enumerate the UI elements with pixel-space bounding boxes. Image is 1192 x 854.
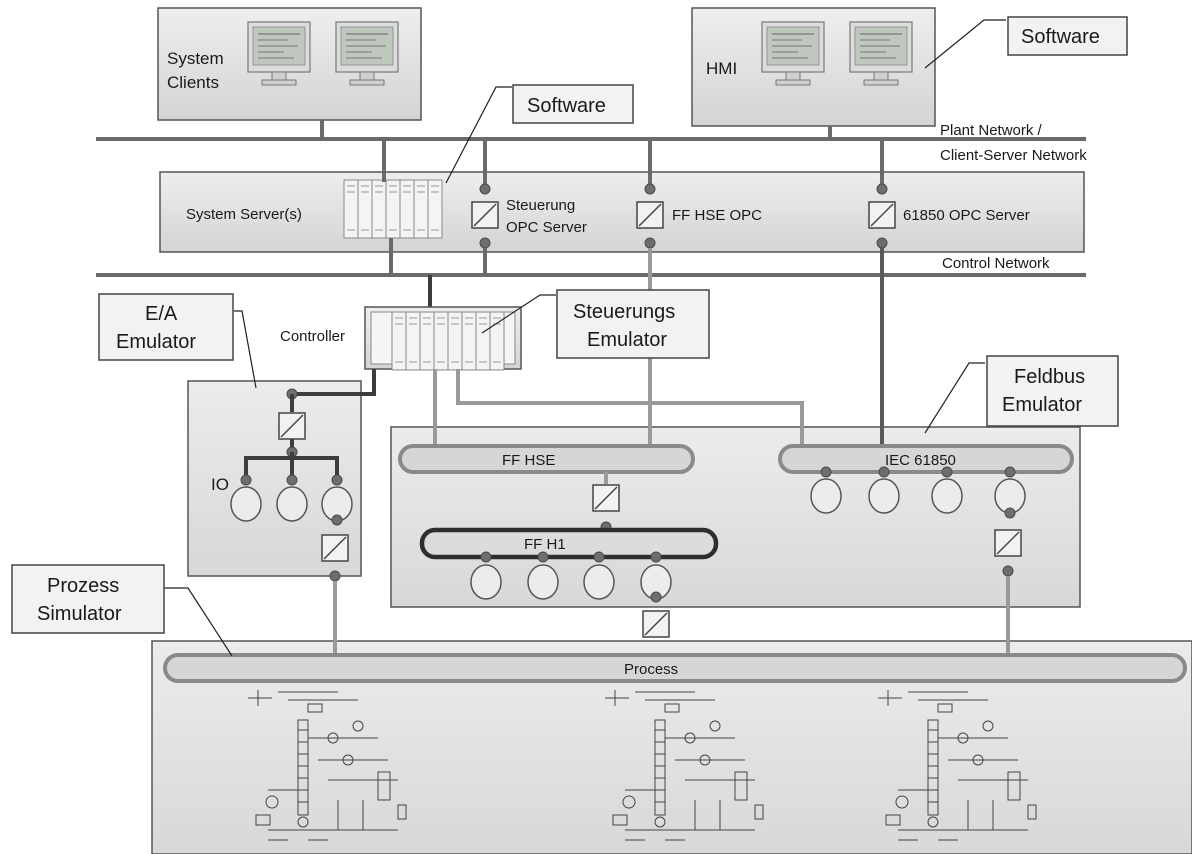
ff-h1-bus: FF H1 xyxy=(422,530,716,557)
svg-text:Prozess: Prozess xyxy=(47,575,119,597)
system-clients-box: System Clients xyxy=(158,8,421,120)
plant-network-label-line1: Plant Network / xyxy=(940,122,1043,139)
svg-text:Emulator: Emulator xyxy=(587,329,667,351)
feldbus-emulator-callout: Feldbus Emulator xyxy=(987,356,1118,426)
iec-61850-label: IEC 61850 xyxy=(885,452,956,469)
svg-text:Software: Software xyxy=(1021,26,1100,48)
plant-network-label-line2: Client-Server Network xyxy=(940,147,1087,164)
ff-h1-label: FF H1 xyxy=(524,536,566,553)
hmi-label: HMI xyxy=(706,59,737,78)
ff-hse-bus: FF HSE xyxy=(400,446,693,472)
steuerungs-emulator-callout: Steuerungs Emulator xyxy=(557,290,709,358)
svg-text:E/A: E/A xyxy=(145,303,178,325)
process-label: Process xyxy=(624,661,678,678)
server-box: System Server(s) Steuerung OPC Server FF… xyxy=(160,172,1084,252)
software-callout-top: Software xyxy=(1008,17,1127,55)
iec-opc-label: 61850 OPC Server xyxy=(903,207,1030,224)
system-clients-label-line1: System xyxy=(167,49,224,68)
software-callout-mid: Software xyxy=(513,85,633,123)
svg-text:Emulator: Emulator xyxy=(116,331,196,353)
ff-hse-opc-label: FF HSE OPC xyxy=(672,207,762,224)
process-bus: Process xyxy=(165,655,1185,681)
svg-text:Software: Software xyxy=(527,95,606,117)
system-clients-label-line2: Clients xyxy=(167,73,219,92)
server-rack-icon xyxy=(344,180,442,238)
system-servers-label: System Server(s) xyxy=(186,206,302,223)
control-network-label: Control Network xyxy=(942,255,1050,272)
io-devices xyxy=(231,475,352,521)
ff-hse-label: FF HSE xyxy=(502,452,555,469)
svg-text:Feldbus: Feldbus xyxy=(1014,366,1085,388)
svg-text:Simulator: Simulator xyxy=(37,603,122,625)
io-label: IO xyxy=(211,475,229,494)
controller-box xyxy=(365,307,521,370)
hmi-box: HMI xyxy=(692,8,935,126)
controller-label: Controller xyxy=(280,328,345,345)
ea-emulator-callout: E/A Emulator xyxy=(99,294,233,360)
prozess-simulator-callout: Prozess Simulator xyxy=(12,565,164,633)
svg-text:Emulator: Emulator xyxy=(1002,394,1082,416)
svg-text:Steuerungs: Steuerungs xyxy=(573,301,675,323)
steuerung-opc-label-line1: Steuerung xyxy=(506,197,575,214)
steuerung-opc-label-line2: OPC Server xyxy=(506,219,587,236)
